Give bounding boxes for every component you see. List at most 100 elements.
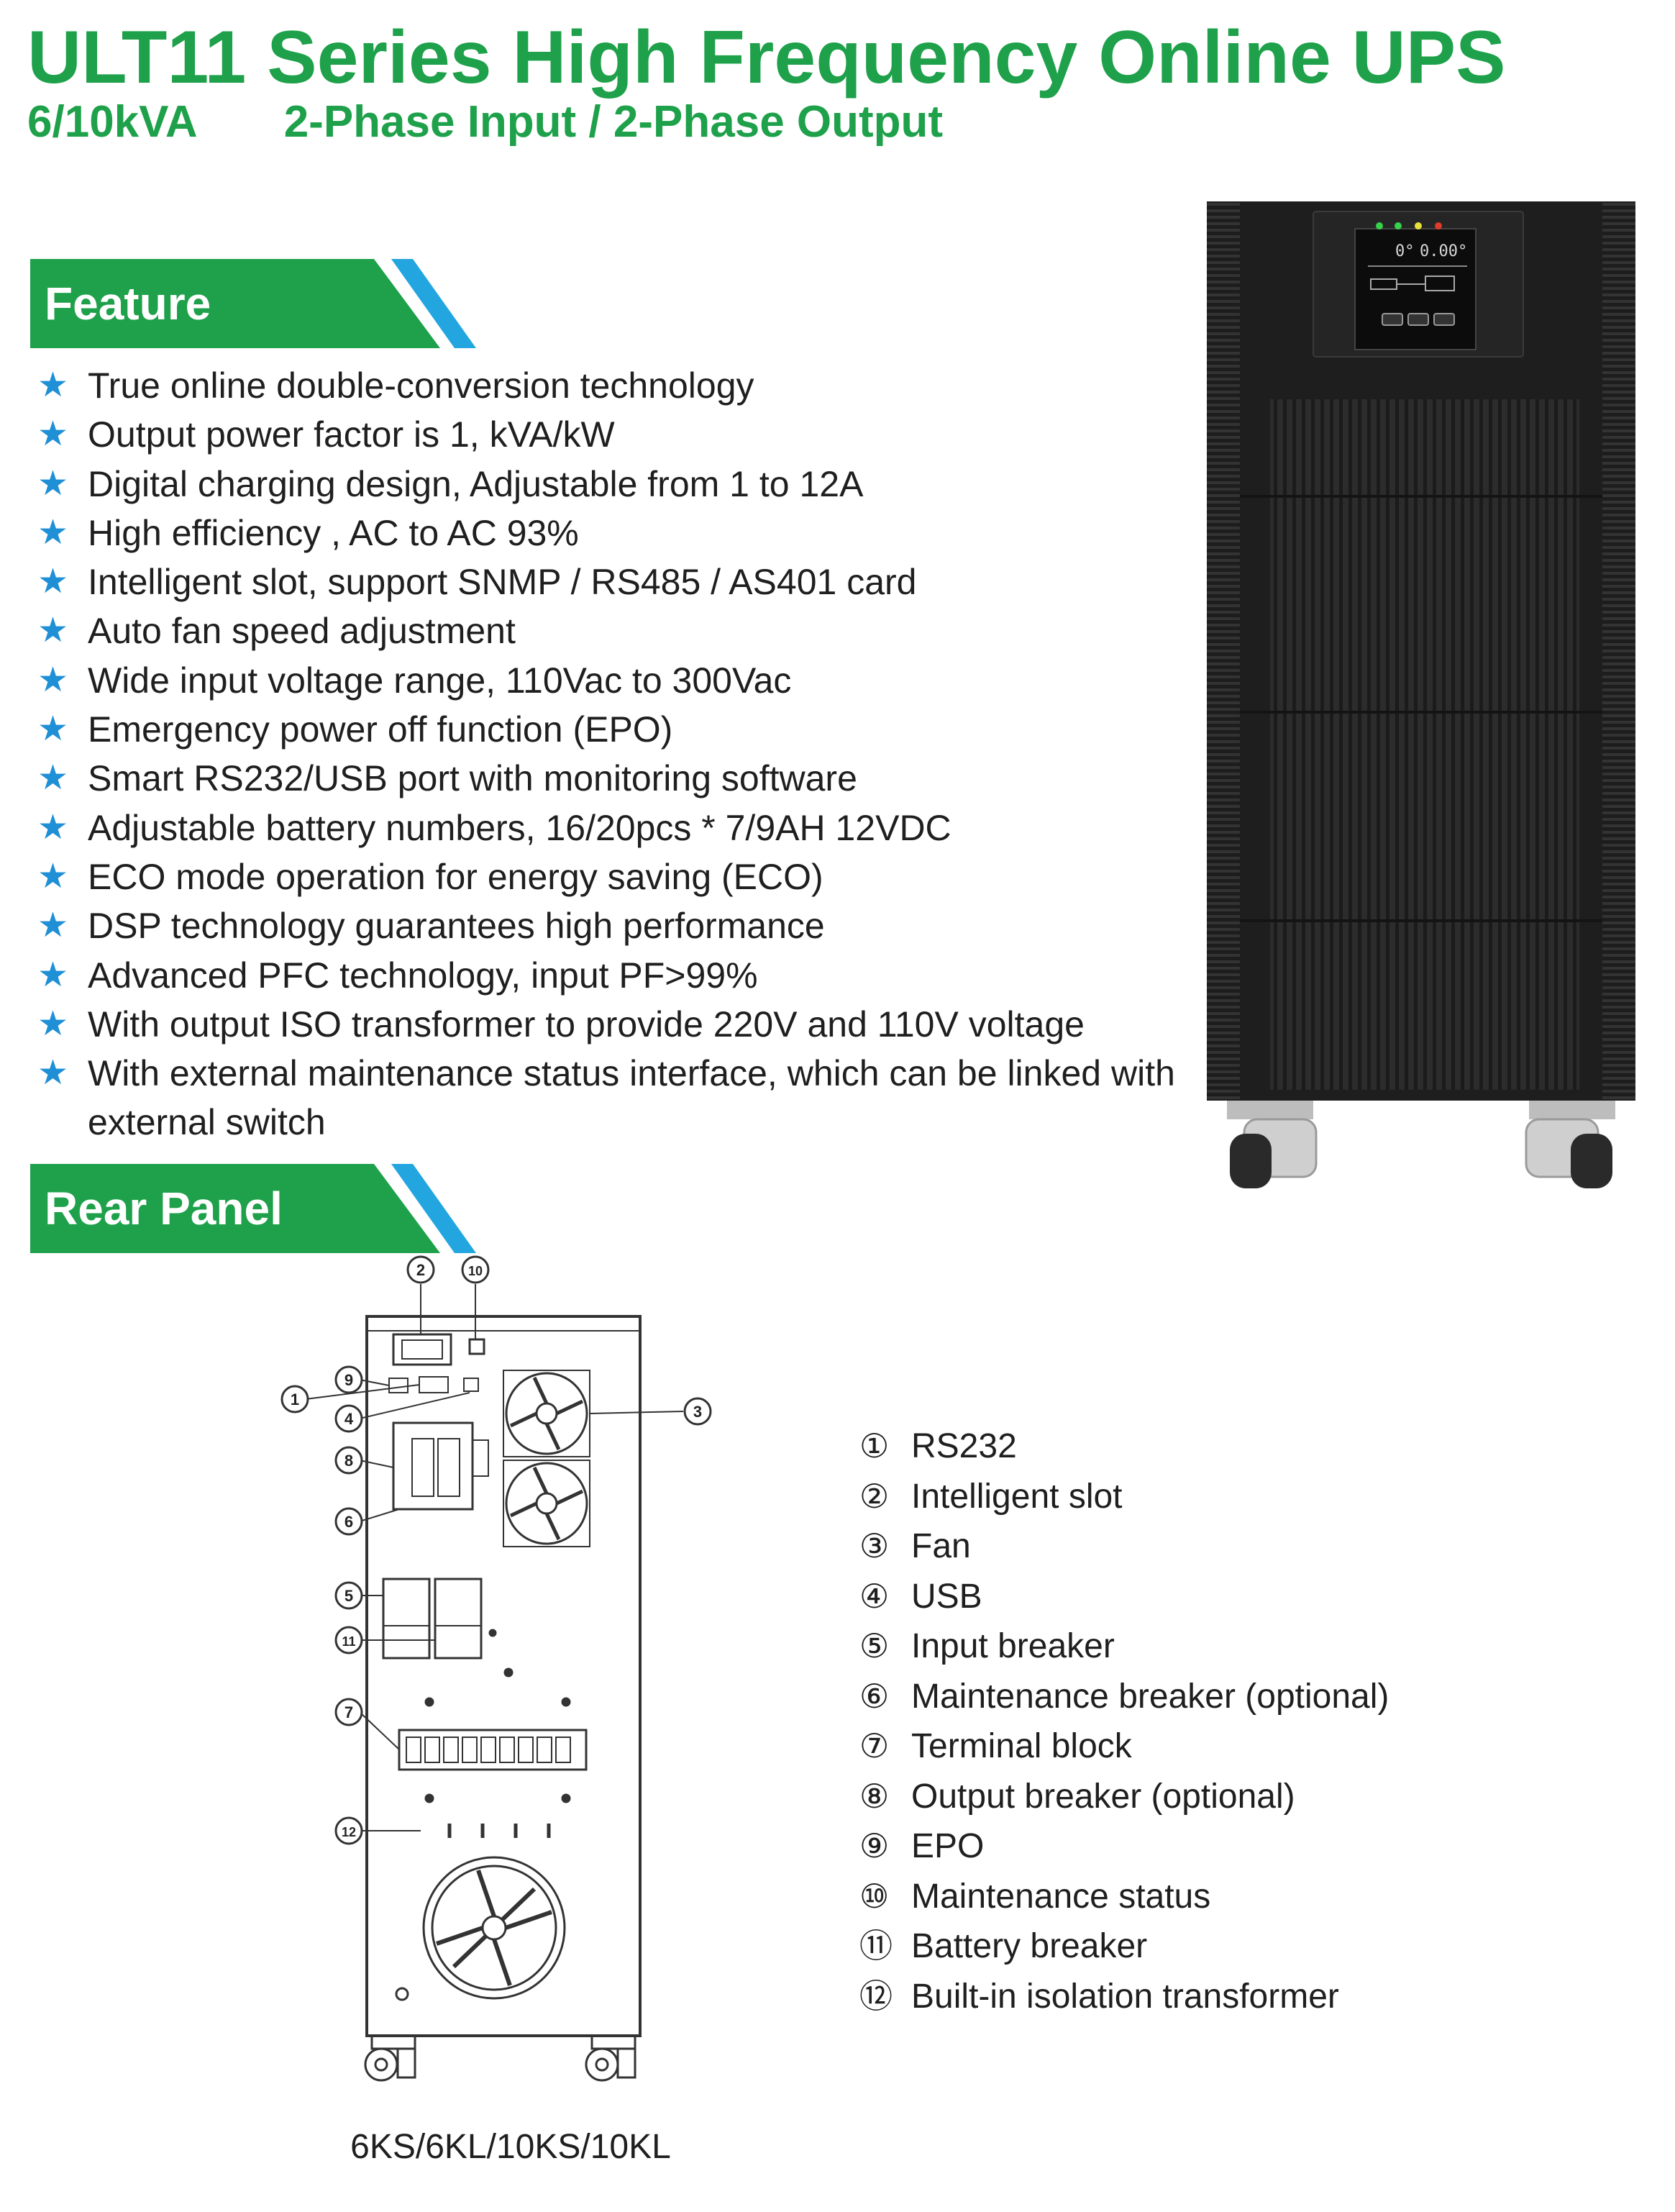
- legend-label: Terminal block: [911, 1727, 1132, 1765]
- legend-label: Output breaker (optional): [911, 1777, 1295, 1816]
- callout-number: 7: [344, 1703, 353, 1721]
- page-title: ULT11 Series High Frequency Online UPS: [27, 16, 1506, 99]
- feature-item: ★Intelligent slot, support SNMP / RS485 …: [37, 557, 1202, 606]
- transformer-fan: [422, 1856, 566, 2000]
- legend-item: ① RS232: [859, 1421, 1389, 1472]
- callout-number: 3: [693, 1403, 702, 1421]
- feature-text: Digital charging design, Adjustable from…: [88, 463, 864, 504]
- star-icon: ★: [37, 513, 69, 552]
- star-icon: ★: [37, 660, 69, 699]
- legend-number: ④: [859, 1576, 890, 1616]
- callout-9: 9: [334, 1365, 363, 1394]
- callout-number: 5: [344, 1587, 353, 1605]
- callout-10: 10: [461, 1255, 490, 1284]
- feature-item: ★Emergency power off function (EPO): [37, 705, 1202, 754]
- star-icon: ★: [37, 955, 69, 994]
- legend-label: EPO: [911, 1827, 985, 1865]
- legend-label: RS232: [911, 1427, 1017, 1465]
- callout-7: 7: [334, 1698, 363, 1726]
- feature-item: ★ Digital charging design, Adjustable fro…: [37, 460, 1202, 509]
- callout-6: 6: [334, 1507, 363, 1536]
- star-icon: ★: [37, 611, 69, 650]
- legend-number: ⑨: [859, 1826, 890, 1865]
- feature-item: ★ Auto fan speed adjustment: [37, 606, 1202, 655]
- callout-number: 12: [342, 1825, 356, 1839]
- feature-text: High efficiency , AC to AC 93%: [88, 512, 579, 553]
- rs232-port: [419, 1376, 449, 1393]
- legend-label: Battery breaker: [911, 1927, 1148, 1965]
- legend-label: USB: [911, 1577, 982, 1616]
- feature-text: Emergency power off function (EPO): [88, 709, 673, 750]
- star-icon: ★: [37, 464, 69, 503]
- rear-panel-heading: Rear Panel: [45, 1183, 283, 1234]
- feature-text: Auto fan speed adjustment: [88, 611, 516, 652]
- callout-number: 2: [416, 1261, 425, 1279]
- phase-label: 2-Phase Input / 2-Phase Output: [283, 97, 944, 147]
- left-caster: [1227, 1101, 1318, 1188]
- callout-3: 3: [683, 1397, 712, 1426]
- led-green: [1376, 222, 1383, 229]
- feature-item: ★ Wide input voltage range, 110Vac to 300…: [37, 656, 1202, 705]
- legend-label: Maintenance status: [911, 1877, 1211, 1916]
- legend-number: ⑫: [859, 1976, 893, 2016]
- feature-item: ★ With output ISO transformer to provide …: [37, 1000, 1202, 1049]
- legend-label: Input breaker: [911, 1627, 1115, 1665]
- feature-item: ★True online double-conversion technolog…: [37, 361, 1202, 410]
- legend-number: ③: [859, 1526, 890, 1565]
- legend-number: ⑤: [859, 1626, 890, 1665]
- right-caster: [1525, 1101, 1615, 1188]
- led-yellow: [1415, 222, 1422, 229]
- feature-item: ★ Advanced PFC technology, input PF>99%: [37, 951, 1202, 1000]
- lcd-left-readout: 0°: [1395, 242, 1415, 260]
- legend-item: ⑨ EPO: [859, 1821, 1389, 1872]
- legend-item: ④ USB: [859, 1572, 1389, 1622]
- feature-text: With output ISO transformer to provide 2…: [88, 1003, 1085, 1044]
- legend-number: ⑩: [859, 1876, 890, 1916]
- star-icon: ★: [37, 906, 69, 945]
- legend-number: ⑥: [859, 1676, 890, 1716]
- usb-port: [463, 1378, 479, 1392]
- intelligent-slot: [392, 1333, 452, 1366]
- feature-text: Adjustable battery numbers, 16/20pcs * 7…: [88, 807, 951, 848]
- legend-label: Maintenance breaker (optional): [911, 1677, 1389, 1716]
- star-icon: ★: [37, 857, 69, 896]
- legend-label: Intelligent slot: [911, 1477, 1123, 1516]
- feature-text: Smart RS232/USB port with monitoring sof…: [88, 758, 857, 799]
- feature-item: ★ High efficiency , AC to AC 93%: [37, 509, 1202, 557]
- feature-text: Wide input voltage range, 110Vac to 300V…: [88, 660, 792, 701]
- callout-number: 4: [344, 1410, 354, 1428]
- star-icon: ★: [37, 759, 69, 798]
- callout-number: 9: [344, 1371, 353, 1389]
- callout-1: 1: [280, 1385, 309, 1414]
- feature-item: ★DSP technology guarantees high performa…: [37, 901, 1202, 950]
- feature-list: ★True online double-conversion technolog…: [37, 361, 1202, 1147]
- star-icon: ★: [37, 366, 69, 404]
- terminal-block: [398, 1729, 588, 1771]
- star-icon: ★: [37, 1004, 69, 1043]
- legend-item: ⑥ Maintenance breaker (optional): [859, 1672, 1389, 1722]
- callout-number: 1: [291, 1391, 299, 1408]
- led-green-2: [1395, 222, 1402, 229]
- legend-label: Fan: [911, 1527, 971, 1565]
- star-icon: ★: [37, 415, 69, 454]
- rear-left-caster: [364, 2034, 416, 2082]
- epo-port: [388, 1378, 409, 1393]
- maintenance-status-port: [468, 1338, 485, 1355]
- callout-number: 6: [344, 1513, 353, 1531]
- battery-breaker: [434, 1578, 483, 1660]
- callout-number: 10: [468, 1264, 483, 1278]
- feature-text: Output power factor is 1, kVA/kW: [88, 414, 615, 455]
- feature-text: Advanced PFC technology, input PF>99%: [88, 955, 758, 996]
- legend-number: ①: [859, 1426, 890, 1465]
- legend-item: ⑤ Input breaker: [859, 1621, 1389, 1672]
- feature-heading: Feature: [45, 278, 211, 329]
- model-caption: 6KS/6KL/10KS/10KL: [350, 2128, 671, 2166]
- feature-item: ★ Smart RS232/USB port with monitoring so…: [37, 754, 1202, 803]
